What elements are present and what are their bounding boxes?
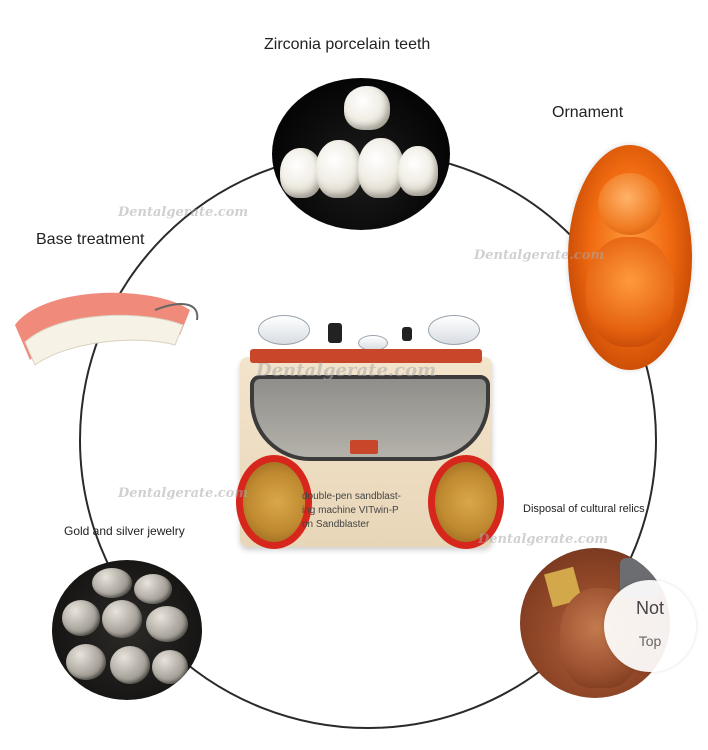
label-relics: Disposal of cultural relics: [523, 503, 645, 515]
product-text-line1: double-pen sandblast-: [302, 491, 401, 502]
valve-icon: [402, 327, 412, 341]
product-text-line3: on Sandblaster: [302, 519, 370, 530]
watermark: Dentalgerate.com: [118, 486, 249, 501]
pressure-gauge-right-icon: [428, 315, 480, 345]
product-description: double-pen sandblast- ing machine VITwin…: [302, 490, 422, 532]
label-ornament: Ornament: [552, 104, 624, 121]
zirconia-teeth-photo: [272, 78, 450, 230]
watermark: Dentalgerate.com: [256, 360, 437, 381]
control-knob-icon: [328, 323, 342, 343]
machine-latch: [350, 440, 378, 454]
watermark: Dentalgerate.com: [118, 205, 249, 220]
product-text-line2: ing machine VITwin-P: [302, 505, 399, 516]
machine-lid: [250, 349, 482, 363]
badge-line-top: Top: [638, 633, 662, 649]
pressure-gauge-left-icon: [258, 315, 310, 345]
label-base-treatment: Base treatment: [36, 231, 145, 248]
badge-line-not: Not: [635, 598, 664, 618]
jewelry-photo: [52, 560, 202, 700]
sandblaster-machine: double-pen sandblast- ing machine VITwin…: [232, 305, 504, 555]
glove-port-right: [428, 455, 504, 549]
not-top-badge[interactable]: Not Top: [604, 580, 696, 672]
label-zirconia: Zirconia porcelain teeth: [264, 36, 431, 53]
ornament-photo: [568, 145, 692, 370]
label-jewelry: Gold and silver jewelry: [64, 524, 185, 538]
watermark: Dentalgerate.com: [478, 532, 609, 547]
denture-photo: [15, 292, 199, 366]
watermark: Dentalgerate.com: [474, 248, 605, 263]
glove-port-left: [236, 455, 312, 549]
